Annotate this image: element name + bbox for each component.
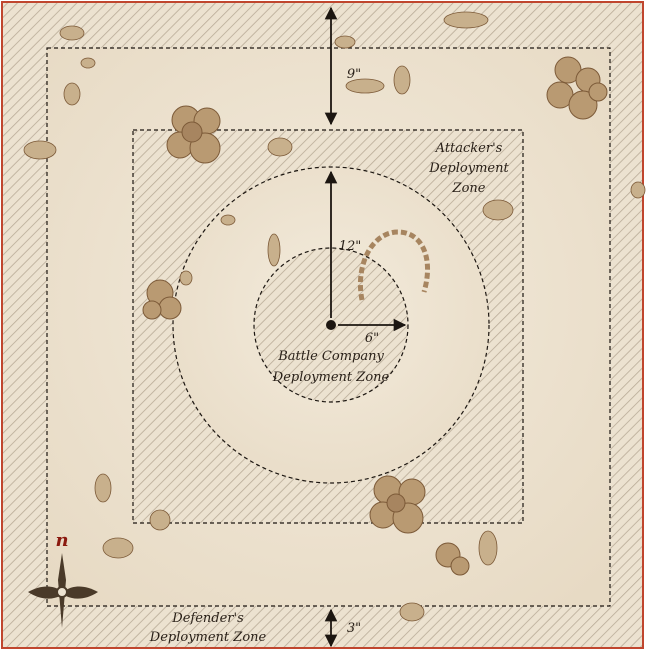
nine-inch-label: 9" [347,67,361,82]
center-point [326,320,336,330]
terrain-cluster-icon [370,476,425,533]
six-inch-label: 6" [365,331,379,346]
defender-label-line-1: Defender's [171,611,244,626]
defender-label-line-2: Deployment Zone [149,630,267,645]
compass-north-label: n [55,530,68,551]
attacker-label-line-3: Zone [452,181,486,196]
battle-company-label-line-2: Deployment Zone [272,370,390,385]
twelve-inch-label: 12" [339,239,362,254]
three-inch-label: 3" [347,621,361,636]
attacker-label-line-1: Attacker's [435,141,503,156]
battle-company-label-line-1: Battle Company [277,349,384,364]
attacker-label-line-2: Deployment [428,161,509,176]
terrain-cluster-icon [167,106,220,163]
